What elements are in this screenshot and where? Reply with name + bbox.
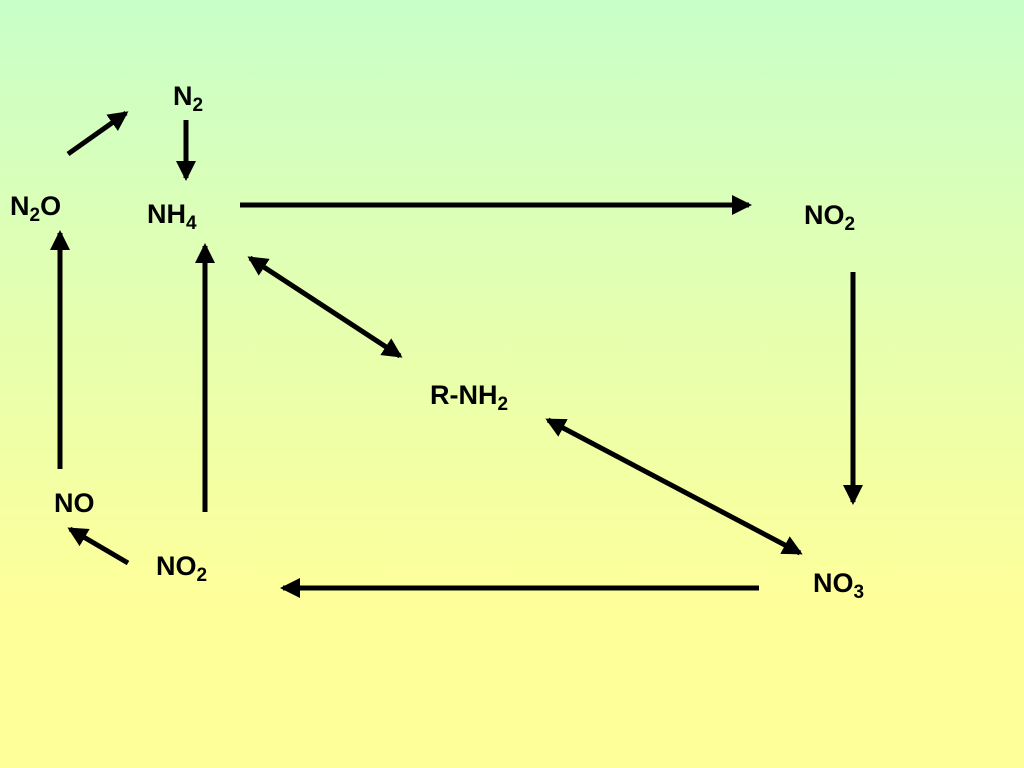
node-no2-bottom-base: NO xyxy=(156,551,197,581)
node-rnh2-subscript: 2 xyxy=(497,394,509,415)
node-no: NO xyxy=(54,490,95,517)
node-nh4-base: NH xyxy=(147,199,186,229)
node-n2o-base: N xyxy=(10,191,30,221)
node-nh4-subscript: 4 xyxy=(186,213,197,234)
node-no3: NO3 xyxy=(813,568,864,603)
node-no2-top-base: NO xyxy=(804,200,845,230)
node-nh4: NH4 xyxy=(147,199,197,234)
node-no2-bottom-subscript: 2 xyxy=(196,565,208,586)
node-n2-subscript: 2 xyxy=(192,95,204,116)
arrow-n2o-to-n2 xyxy=(66,110,129,157)
node-rnh2: R-NH2 xyxy=(430,380,508,415)
node-no-base: NO xyxy=(54,488,95,518)
node-no3-base: NO xyxy=(813,568,854,598)
node-no2-top: NO2 xyxy=(804,200,855,235)
node-n2o: N2O xyxy=(10,191,62,226)
node-no2-top-subscript: 2 xyxy=(844,214,856,235)
node-n2o-tail: O xyxy=(40,191,62,221)
arrow-no2-bottom-to-no xyxy=(67,526,130,566)
node-n2: N2 xyxy=(173,81,203,116)
node-no3-subscript: 3 xyxy=(853,582,865,603)
node-n2o-subscript: 2 xyxy=(29,205,41,226)
node-rnh2-base: R-NH xyxy=(430,380,498,410)
node-no2-bottom: NO2 xyxy=(156,551,207,586)
arrow-rnh2-no3-bidirectional xyxy=(545,417,803,556)
node-n2-base: N xyxy=(173,81,193,111)
arrow-nh4-rnh2-bidirectional xyxy=(247,255,403,359)
